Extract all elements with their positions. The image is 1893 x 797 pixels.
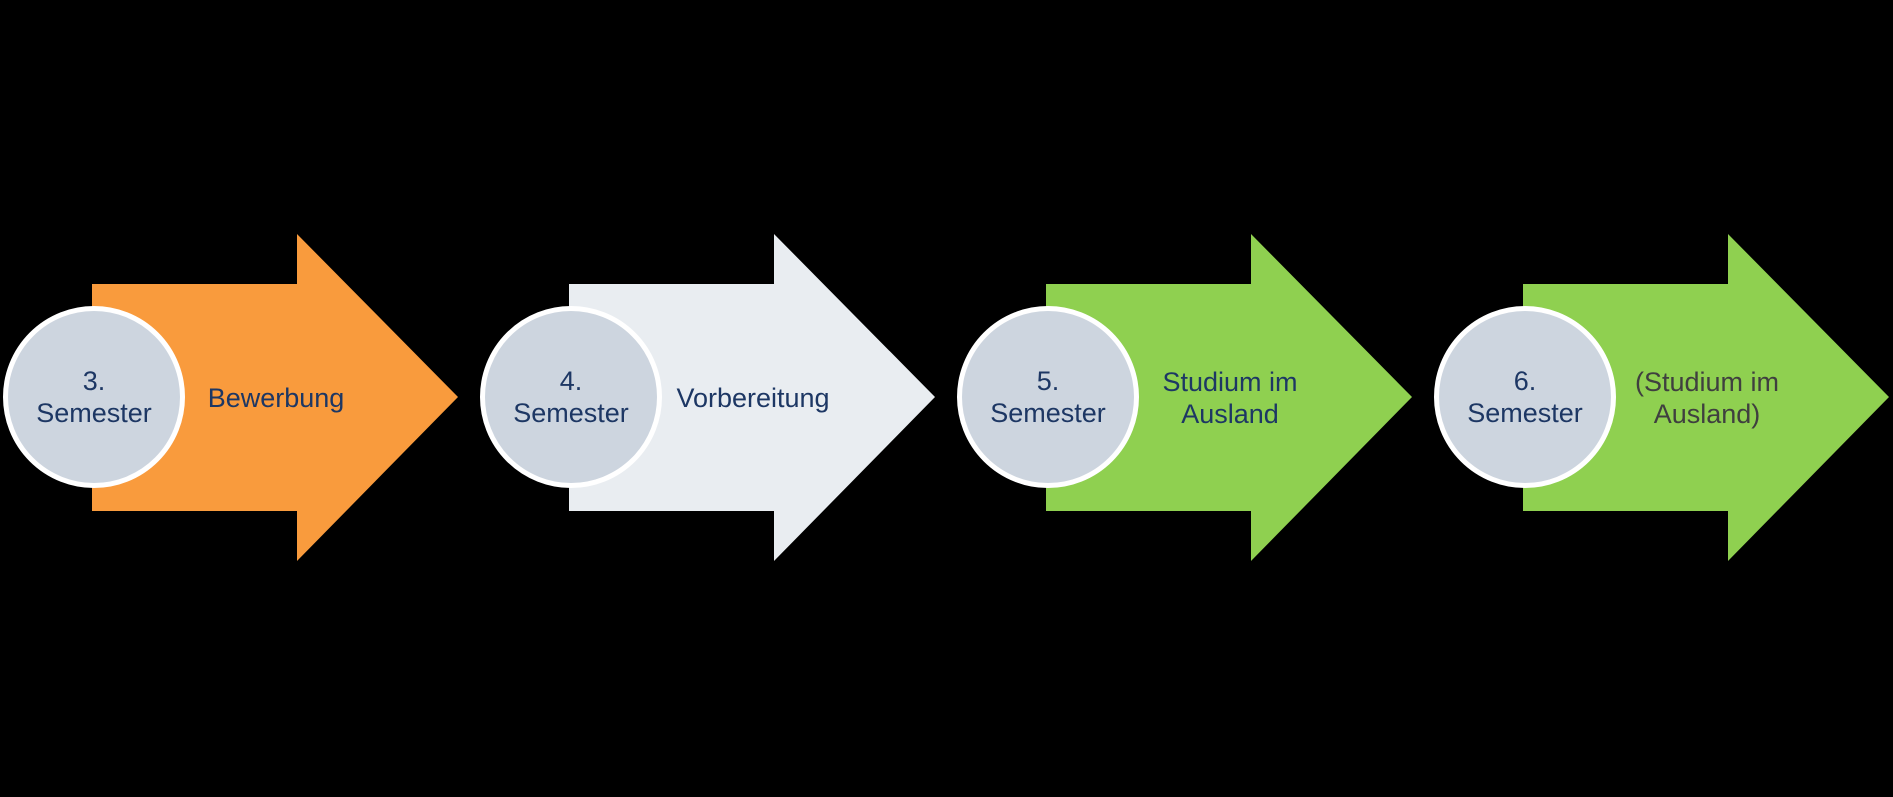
arrow-polygon (1046, 234, 1412, 561)
semester-word: Semester (990, 398, 1106, 428)
step-label-line: Vorbereitung (676, 383, 830, 413)
semester-number: 6. (1513, 366, 1537, 396)
right-arrow-shape (569, 234, 935, 561)
process-step-6-semester: 6. Semester (Studium im Ausland) (1431, 0, 1893, 797)
semester-word: Semester (36, 398, 152, 428)
step-label-line: Ausland (1181, 399, 1279, 429)
right-arrow-shape (1046, 234, 1412, 561)
step-label-line: Bewerbung (207, 383, 345, 413)
semester-circle: 4. Semester (480, 306, 662, 488)
right-arrow-shape (92, 234, 458, 561)
step-label-line: (Studium im (1634, 367, 1780, 397)
step-label-line: Studium im (1162, 367, 1298, 397)
semester-circle: 6. Semester (1434, 306, 1616, 488)
semester-word: Semester (513, 398, 629, 428)
semester-circle: 5. Semester (957, 306, 1139, 488)
step-label-line: Ausland) (1653, 399, 1761, 429)
semester-number: 3. (82, 366, 106, 396)
semester-circle: 3. Semester (3, 306, 185, 488)
process-step-5-semester: 5. Semester Studium im Ausland (954, 0, 1431, 797)
process-step-4-semester: 4. Semester Vorbereitung (477, 0, 954, 797)
semester-number: 5. (1036, 366, 1060, 396)
step-label: (Studium im Ausland) (1587, 336, 1827, 460)
arrow-polygon (92, 234, 458, 561)
step-label: Bewerbung (156, 336, 396, 460)
process-step-3-semester: 3. Semester Bewerbung (0, 0, 477, 797)
semester-number: 4. (559, 366, 583, 396)
step-label: Vorbereitung (633, 336, 873, 460)
right-arrow-shape (1523, 234, 1889, 561)
step-label: Studium im Ausland (1110, 336, 1350, 460)
arrow-polygon (1523, 234, 1889, 561)
arrow-polygon (569, 234, 935, 561)
semester-word: Semester (1467, 398, 1583, 428)
